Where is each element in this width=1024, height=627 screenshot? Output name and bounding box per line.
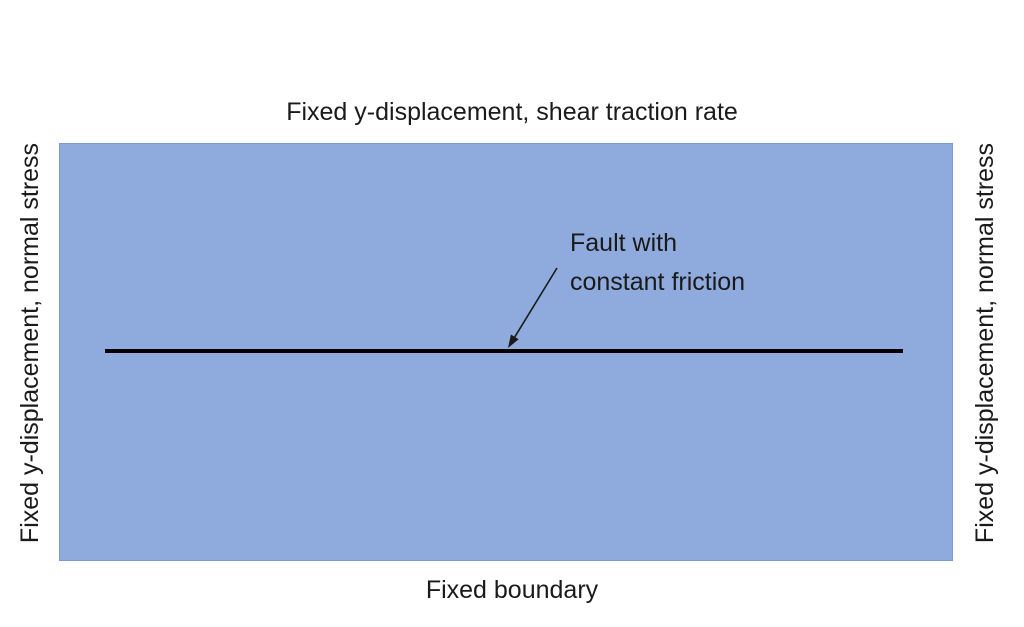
arrow-shaft (514, 267, 558, 338)
bottom-boundary-label: Fixed boundary (425, 576, 599, 604)
fault-annotation-label: Fault with constant friction (570, 229, 746, 296)
right-boundary-label: Fixed y-displacement, normal stress (971, 142, 999, 544)
arrow-head (508, 334, 519, 348)
fault-arrow-icon (508, 267, 558, 348)
left-boundary-label: Fixed y-displacement, normal stress (16, 142, 44, 544)
top-boundary-label: Fixed y-displacement, shear traction rat… (286, 98, 738, 126)
fault-line (105, 349, 903, 353)
